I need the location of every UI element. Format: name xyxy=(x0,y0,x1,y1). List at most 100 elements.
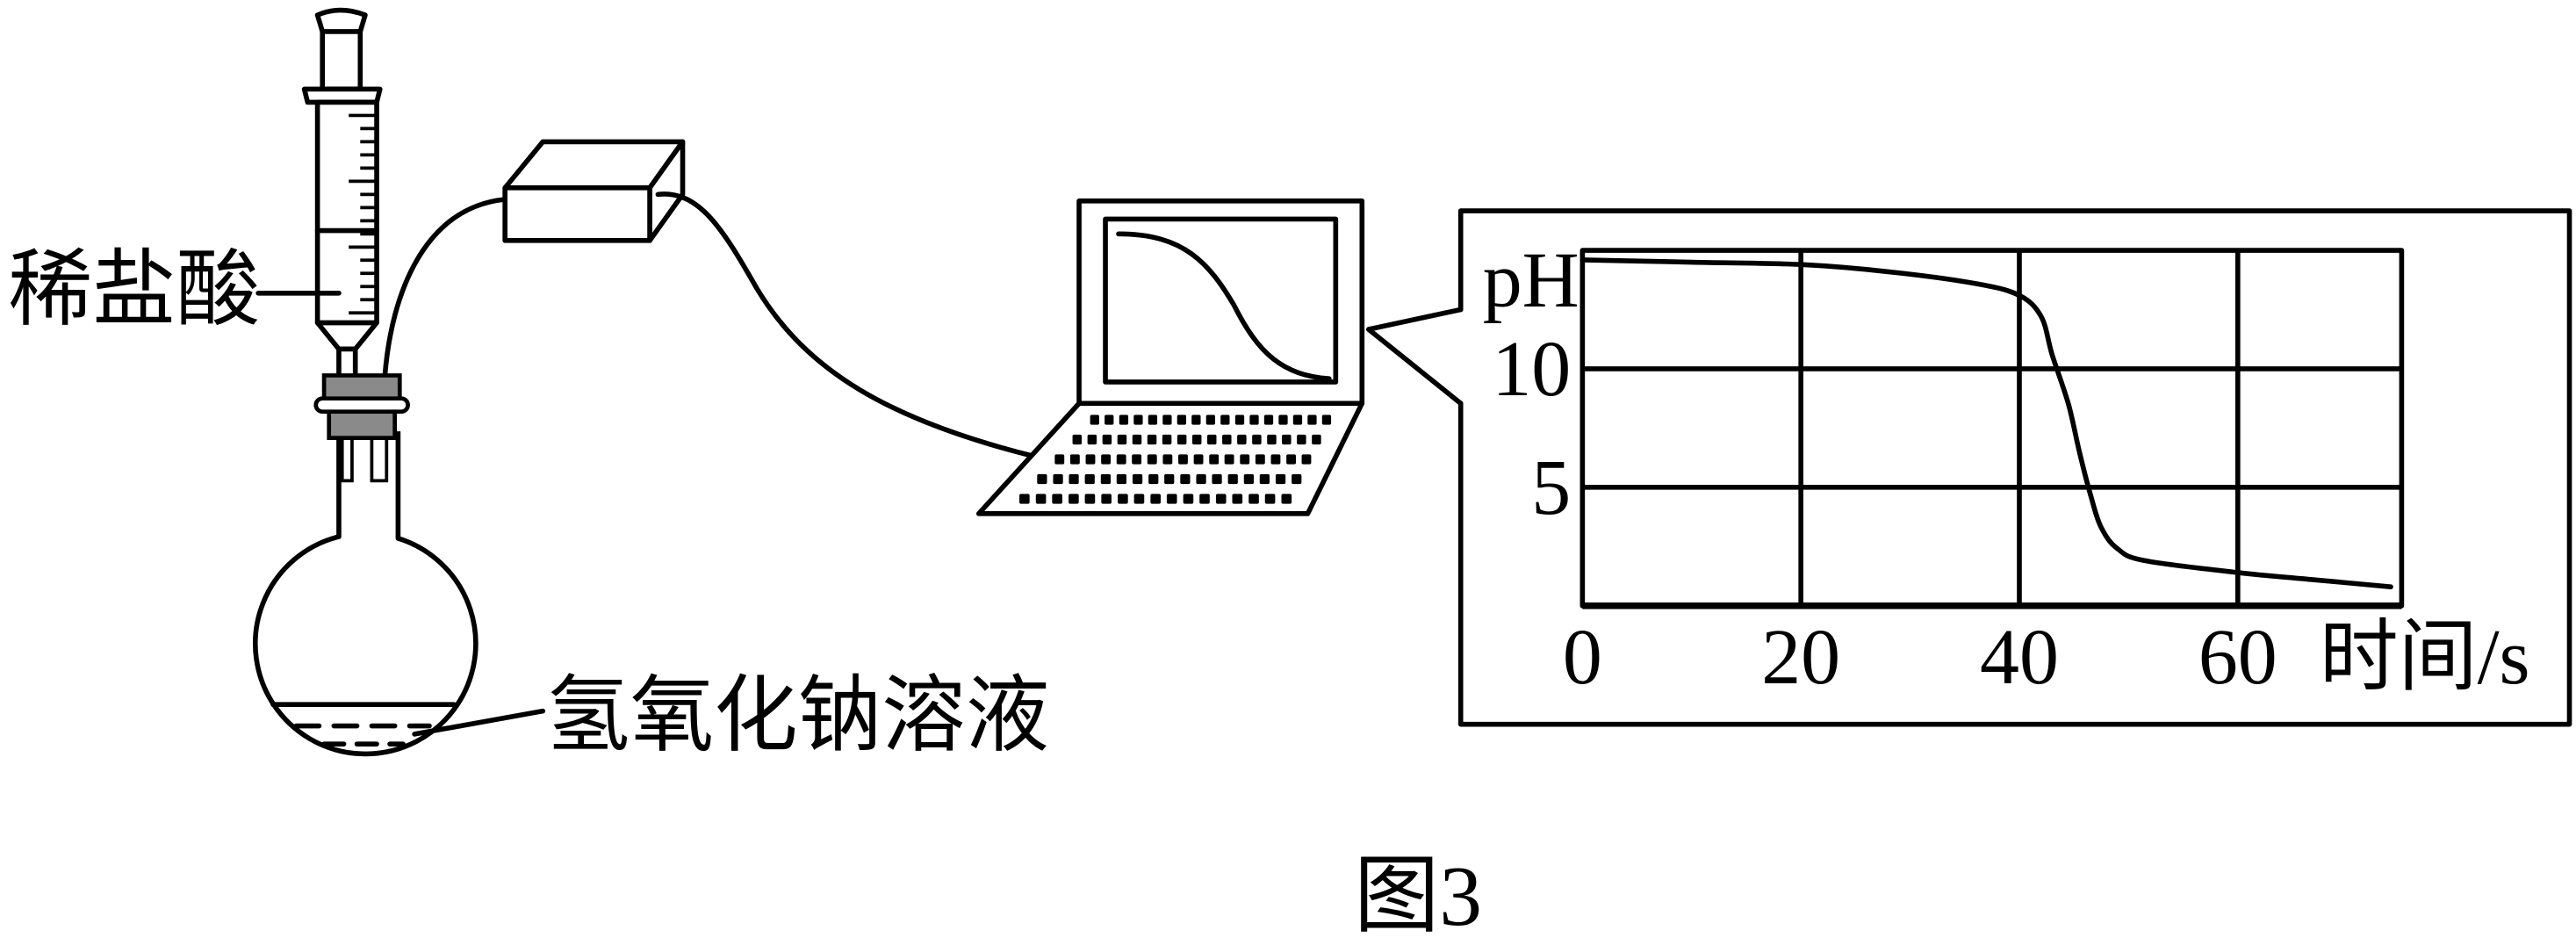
laptop-key xyxy=(1292,415,1303,425)
laptop-key xyxy=(1224,454,1234,465)
burette-cap xyxy=(314,7,368,92)
laptop-key xyxy=(1132,454,1142,465)
burette xyxy=(301,7,383,382)
laptop-key xyxy=(1148,473,1159,485)
x-tick-label: 40 xyxy=(1980,614,2059,701)
laptop-key xyxy=(1054,454,1065,465)
laptop-key xyxy=(1193,454,1204,465)
laptop-key xyxy=(1212,473,1222,485)
laptop-key xyxy=(1164,473,1175,485)
base-label-leader xyxy=(412,708,546,737)
laptop-key xyxy=(1270,454,1281,465)
laptop-key xyxy=(1252,434,1262,445)
laptop-key xyxy=(1019,494,1030,504)
round-bottom-flask xyxy=(252,429,479,757)
callout-pointer xyxy=(1365,307,1464,407)
laptop-key xyxy=(1321,415,1332,425)
laptop-key xyxy=(1312,434,1321,445)
laptop-key xyxy=(1249,415,1259,425)
laptop-key xyxy=(1282,434,1292,445)
laptop-key xyxy=(1069,454,1080,465)
laptop-screen-curve xyxy=(1116,231,1332,382)
y-axis-label: pH xyxy=(1483,237,1579,324)
plot-grid xyxy=(1582,250,2402,606)
laptop-key xyxy=(1176,434,1187,445)
laptop-key xyxy=(1148,415,1158,425)
laptop-key xyxy=(1227,473,1238,485)
laptop-key xyxy=(1101,494,1112,504)
stopper-lower xyxy=(327,409,397,440)
logger-front-face xyxy=(502,185,652,243)
laptop-key xyxy=(1090,415,1099,425)
laptop-key xyxy=(1147,454,1157,465)
laptop-key xyxy=(1069,473,1079,485)
laptop-key xyxy=(1162,434,1172,445)
logger-to-laptop-cable xyxy=(655,191,1036,459)
laptop-key xyxy=(1178,454,1188,465)
laptop-key xyxy=(1053,473,1063,485)
laptop-key xyxy=(1297,434,1306,445)
laptop-key xyxy=(1119,415,1129,425)
laptop-key xyxy=(1105,415,1114,425)
laptop-key xyxy=(1087,434,1097,445)
laptop-key xyxy=(1118,494,1128,504)
stopper-ring xyxy=(313,396,410,415)
laptop-key xyxy=(1255,454,1265,465)
laptop-key xyxy=(1232,494,1243,504)
laptop-key xyxy=(1162,454,1173,465)
chart-panel-border xyxy=(1457,208,2572,727)
laptop-key xyxy=(1209,454,1220,465)
laptop-key xyxy=(1116,473,1127,485)
laptop-key xyxy=(1263,415,1274,425)
laptop-key xyxy=(1196,473,1206,485)
laptop-key xyxy=(1215,494,1227,504)
laptop-key xyxy=(1085,454,1096,465)
laptop-key xyxy=(1037,473,1047,485)
laptop-key xyxy=(1191,415,1201,425)
laptop-key xyxy=(1307,415,1317,425)
laptop xyxy=(975,198,1365,516)
laptop-key xyxy=(1286,454,1296,465)
laptop-key xyxy=(1100,473,1112,485)
laptop-key xyxy=(1243,473,1255,485)
laptop-key xyxy=(1072,434,1083,445)
x-tick-label: 20 xyxy=(1761,614,1840,701)
laptop-key xyxy=(1180,473,1191,485)
laptop-key xyxy=(1237,434,1247,445)
laptop-key xyxy=(1264,494,1276,504)
acid-reagent-label: 稀盐酸 xyxy=(8,243,260,336)
data-logger-box xyxy=(502,139,686,243)
laptop-key xyxy=(1052,494,1062,504)
laptop-key xyxy=(1132,473,1143,485)
x-tick-label: 0 xyxy=(1563,614,1602,701)
laptop-key xyxy=(1117,434,1127,445)
laptop-key xyxy=(1191,434,1202,445)
laptop-key xyxy=(1248,494,1259,504)
laptop-key xyxy=(1281,494,1292,504)
laptop-key xyxy=(1275,473,1286,485)
laptop-key xyxy=(1101,454,1112,465)
laptop-key xyxy=(1259,473,1270,485)
rubber-stopper xyxy=(313,373,410,440)
laptop-key xyxy=(1220,415,1230,425)
x-axis-label: 时间/s xyxy=(2320,614,2530,701)
laptop-key xyxy=(1207,434,1217,445)
laptop-key xyxy=(1035,494,1047,504)
base-solution-label: 氢氧化钠溶液 xyxy=(546,669,1049,762)
laptop-key xyxy=(1205,415,1216,425)
laptop-key xyxy=(1278,415,1288,425)
burette-barrel xyxy=(314,99,379,326)
laptop-key xyxy=(1240,454,1250,465)
laptop-key xyxy=(1147,434,1157,445)
laptop-key xyxy=(1166,494,1177,504)
burette-graduations xyxy=(349,113,376,315)
y-tick-label: 5 xyxy=(1531,444,1571,531)
x-tick-label: 60 xyxy=(2198,614,2277,701)
laptop-key xyxy=(1176,415,1187,425)
laptop-key xyxy=(1222,434,1232,445)
laptop-key xyxy=(1133,494,1145,504)
laptop-key xyxy=(1102,434,1112,445)
